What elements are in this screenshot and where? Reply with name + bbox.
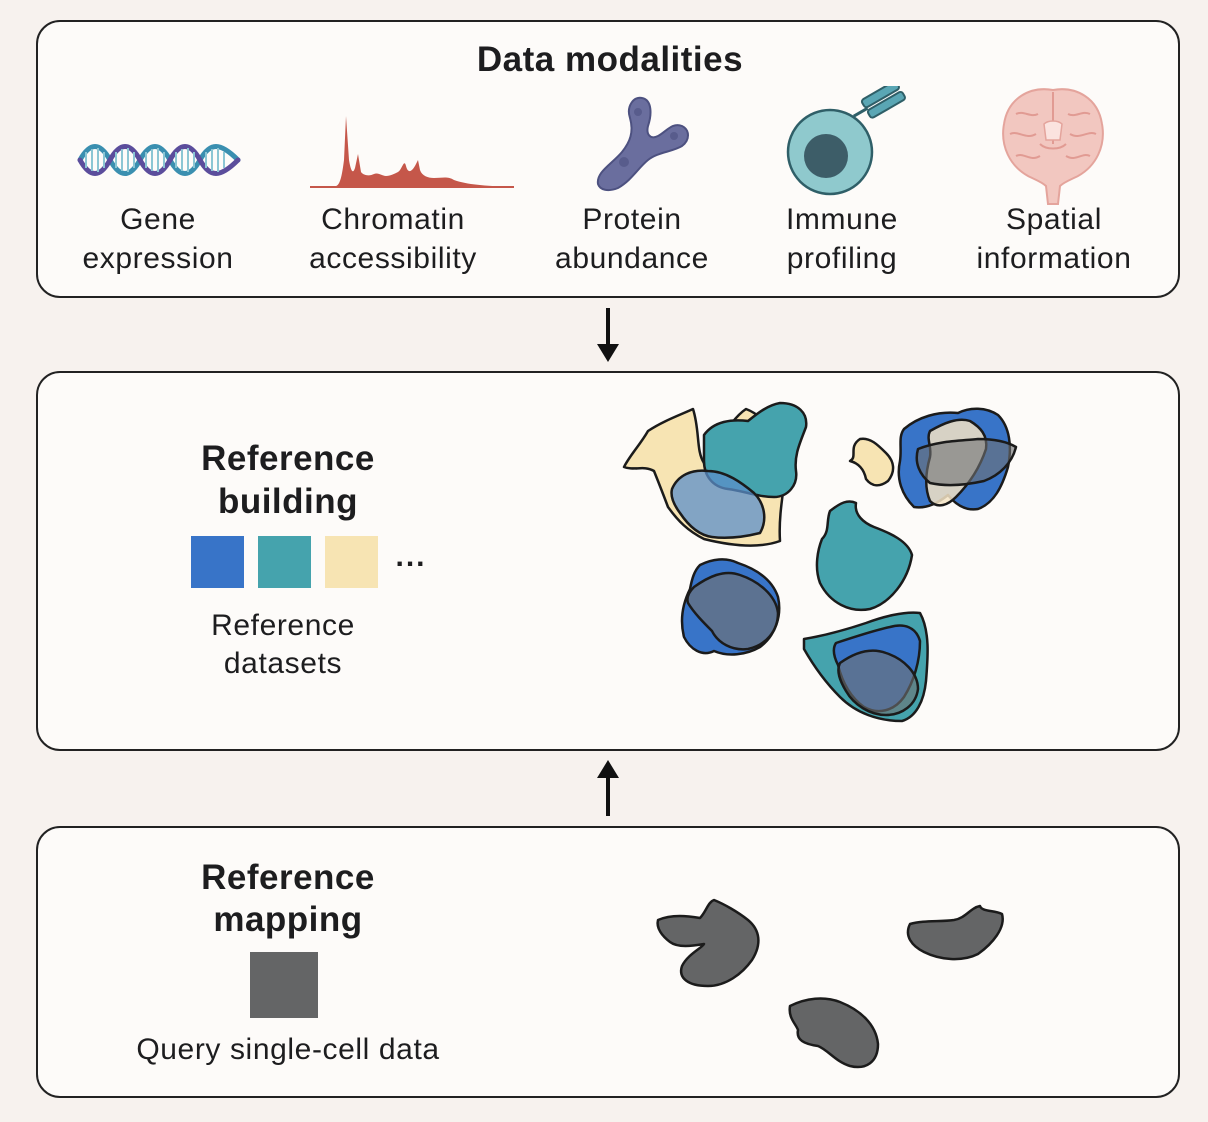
- modality-label-protein-line2: abundance: [555, 242, 709, 275]
- data-modalities-panel: Data modalities Gene expression Chromati…: [36, 20, 1180, 298]
- modality-label-gene-line1: Gene: [120, 203, 196, 236]
- reference-datasets-label-line1: Reference: [211, 609, 355, 642]
- dna-helix-icon: [77, 144, 241, 176]
- reference-building-title-line1: Reference: [201, 439, 375, 478]
- reference-mapping-title-line2: mapping: [213, 900, 363, 939]
- reference-dataset-blue-square: [191, 536, 244, 588]
- cluster-grey-lower-right: [837, 649, 920, 717]
- data-modalities-title: Data modalities: [476, 40, 744, 79]
- modality-label-chromatin-line2: accessibility: [309, 242, 477, 275]
- query-cell-1: [656, 898, 760, 988]
- cluster-blue-translucent: [670, 469, 766, 540]
- query-data-grey-square: [250, 952, 318, 1018]
- query-cell-3: [788, 997, 880, 1069]
- reference-dataset-cream-square: [325, 536, 378, 588]
- more-datasets-ellipsis: ...: [395, 540, 427, 573]
- up-arrow-icon: [597, 760, 619, 816]
- modality-label-spatial-line2: information: [976, 242, 1132, 275]
- modality-label-gene-line2: expression: [82, 242, 234, 275]
- reference-mapping-title-line1: Reference: [201, 858, 375, 897]
- down-arrow-icon: [597, 308, 619, 362]
- modality-label-immune-line2: profiling: [786, 242, 898, 275]
- integrated-reference-embedding: [622, 401, 1018, 723]
- modality-label-chromatin-line1: Chromatin: [321, 203, 465, 236]
- chromatin-peaks-icon: [310, 116, 514, 188]
- antibody-protein-icon: [596, 96, 689, 192]
- modality-label-spatial-line1: Spatial: [1006, 203, 1102, 236]
- query-single-cell-data-label: Query single-cell data: [136, 1033, 440, 1066]
- cluster-grey-overlay: [915, 437, 1018, 487]
- brain-section-icon: [1002, 88, 1104, 205]
- reference-dataset-teal-square: [258, 536, 311, 588]
- modality-label-protein-line1: Protein: [582, 203, 682, 236]
- query-cell-2: [906, 904, 1004, 961]
- reference-building-title-line2: building: [217, 482, 359, 521]
- cluster-teal-middle: [815, 500, 914, 612]
- cluster-grey-lower-left: [686, 571, 780, 651]
- cluster-cream-small: [848, 437, 895, 487]
- query-cells-embedding: [656, 898, 1004, 1069]
- immune-cell-icon: [786, 86, 906, 196]
- modality-label-immune-line1: Immune: [786, 203, 898, 236]
- reference-building-panel: Reference building ... Reference dataset…: [36, 371, 1180, 751]
- reference-mapping-panel: Reference mapping Query single-cell data: [36, 826, 1180, 1098]
- reference-datasets-label-line2: datasets: [223, 647, 343, 680]
